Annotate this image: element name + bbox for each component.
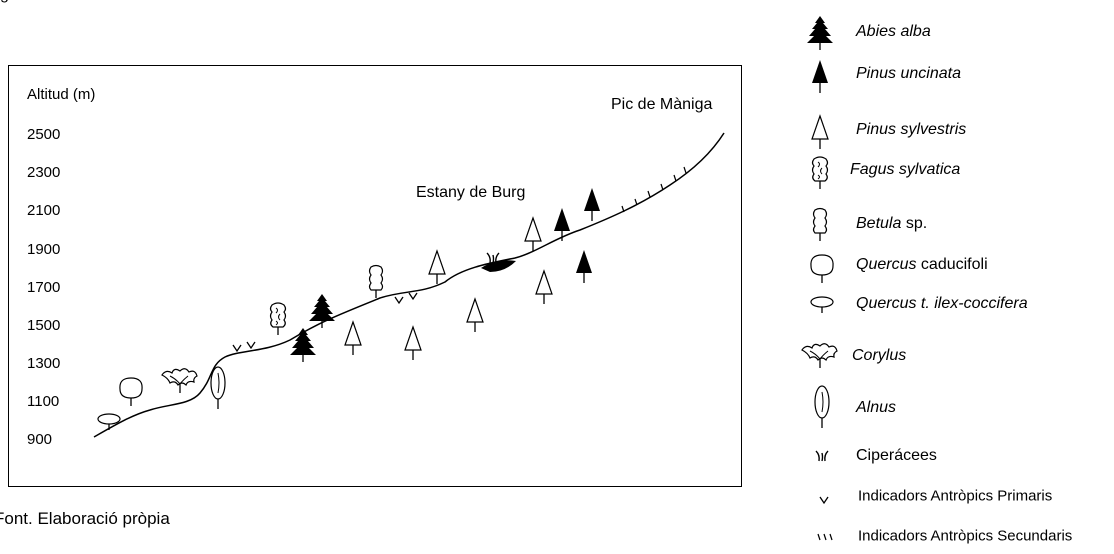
- pinus-sylvestris-marker: [428, 250, 446, 285]
- abies-marker: [289, 327, 317, 363]
- y-tick-label: 2500: [27, 126, 61, 143]
- abies-tree-icon: [806, 15, 834, 50]
- legend-secondary-anthropic: Indicadors Antròpics Secundaris: [800, 518, 1114, 554]
- primary-anthropic-marker: [246, 341, 256, 349]
- primary-anthropic-marker: [232, 344, 242, 352]
- betula-icon: [812, 207, 828, 242]
- primary-anthropic-marker: [408, 292, 418, 300]
- legend-quercus-ilex: Quercus t. ilex-coccifera: [800, 286, 1114, 322]
- diagram-frame: [8, 65, 742, 487]
- pinus-uncinata-marker: [575, 249, 593, 284]
- y-tick-label: 2300: [27, 164, 61, 181]
- y-tick-label: 2100: [27, 202, 61, 219]
- y-tick-label: 1700: [27, 279, 61, 296]
- legend-pinus-uncinata: Pinus uncinata: [800, 56, 1114, 94]
- fagus-icon: [811, 156, 829, 190]
- secondary-anthropic-icon: [817, 533, 833, 541]
- y-axis-label: Altitud (m): [27, 86, 96, 103]
- pinus-sylvestris-marker: [524, 217, 542, 252]
- betula-marker: [368, 264, 384, 299]
- corylus-icon: [801, 343, 838, 369]
- corylus-marker: [161, 368, 198, 394]
- y-tick-label: 900: [27, 431, 53, 448]
- primary-anthropic-marker: [394, 296, 404, 304]
- primary-anthropic-icon: [819, 496, 829, 504]
- lake-label: Estany de Burg: [416, 184, 526, 201]
- lake-symbol: [481, 260, 516, 272]
- pinus-sylvestris-marker: [404, 326, 422, 361]
- quercus-ilex-icon: [810, 296, 834, 314]
- pinus-uncinata-icon: [811, 59, 829, 94]
- pinus-uncinata-marker: [583, 187, 601, 222]
- legend-abies-alba: Abies alba: [800, 14, 1114, 50]
- alnus-marker: [210, 366, 226, 410]
- y-tick-label: 1100: [27, 393, 60, 410]
- legend-alnus: Alnus: [800, 384, 1114, 432]
- abies-marker: [308, 293, 336, 329]
- legend-ciperacees: Ciperácees: [800, 438, 1114, 474]
- legend-corylus: Corylus: [800, 338, 1114, 374]
- legend-pinus-sylvestris: Pinus sylvestris: [800, 112, 1114, 150]
- terrain-profile-line: [93, 132, 725, 438]
- legend-primary-anthropic: Indicadors Antròpics Primaris: [800, 478, 1114, 514]
- quercus-deciduous-marker: [119, 377, 143, 407]
- pinus-sylvestris-marker: [535, 270, 553, 305]
- legend-fagus-sylvatica: Fagus sylvatica: [800, 152, 1114, 190]
- legend-quercus-caducifoli: Quercus caducifoli: [800, 247, 1114, 284]
- source-note: Font. Elaboració pròpia: [0, 509, 170, 528]
- figure-caption-fragment: g: [0, 0, 9, 4]
- secondary-anthropic-ticks: [621, 166, 687, 213]
- legend-betula: Betula sp.: [800, 206, 1114, 242]
- y-tick-label: 1300: [27, 355, 61, 372]
- pinus-uncinata-marker: [553, 207, 571, 242]
- pinus-sylvestris-marker: [344, 321, 362, 356]
- y-tick-label: 1900: [27, 241, 61, 258]
- peak-label: Pic de Màniga: [611, 96, 713, 113]
- y-tick-label: 1500: [27, 317, 61, 334]
- quercus-ilex-marker: [97, 413, 121, 431]
- pinus-sylvestris-marker: [466, 298, 484, 333]
- quercus-deciduous-icon: [810, 254, 834, 284]
- cyperaceae-icon: [815, 450, 829, 462]
- pinus-sylvestris-icon: [811, 115, 829, 150]
- fagus-marker: [269, 302, 287, 336]
- alnus-icon: [814, 385, 830, 429]
